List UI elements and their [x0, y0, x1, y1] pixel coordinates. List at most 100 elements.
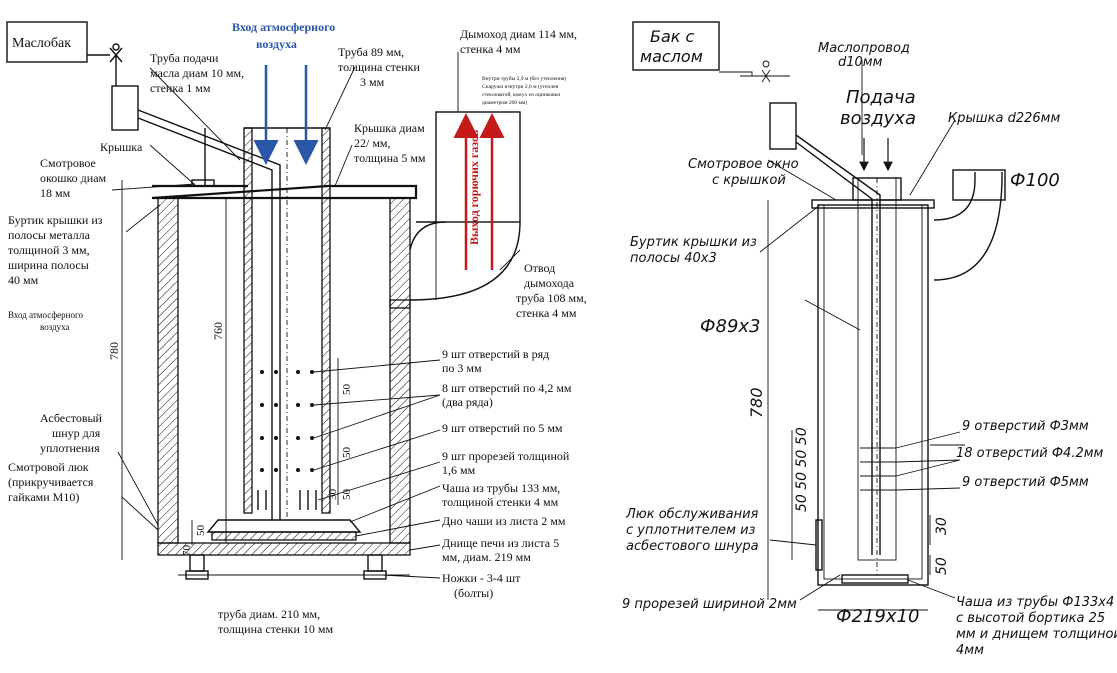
bowl-label-1: Чаша из трубы 133 мм,: [442, 481, 560, 495]
small-note-3: стекловатой, кожух из оцинковки: [482, 91, 560, 98]
bowl-bottom-label: Дно чаши из листа 2 мм: [442, 514, 566, 528]
holes-42-right: 18 отверстий Ф4.2мм: [956, 446, 1104, 461]
hatch-label-2: (прикручивается: [8, 475, 94, 489]
bowl-right: [841, 574, 909, 584]
dim-780: 780: [107, 342, 121, 360]
lid-right-label: Крышка d226мм: [948, 111, 1060, 126]
body-wall-right: [389, 299, 411, 544]
legs-label-2: (болты): [454, 586, 493, 600]
asbestos-label-2: шнур для: [52, 426, 101, 440]
air-inlet-top-2: воздуха: [256, 37, 297, 51]
bowl-label-2: толщиной стенки 4 мм: [442, 495, 559, 509]
lid-dims-3: толщина 5 мм: [354, 151, 426, 165]
lid: [151, 184, 418, 200]
body-wall-left: [157, 197, 179, 544]
right-drawing: Бак с маслом: [622, 21, 1117, 658]
pipe89-label-1: Труба 89 мм,: [338, 45, 404, 59]
bowl-bottom: [211, 531, 357, 541]
sight-window-label-1: Смотровое: [40, 156, 96, 170]
rim-right-2: полосы 40х3: [630, 251, 717, 266]
slots: [257, 490, 317, 510]
oil-line-label-2: d10мм: [838, 55, 883, 70]
phi219-label: Ф219х10: [836, 606, 919, 627]
hatch-label-3: гайками М10): [8, 490, 79, 504]
service-hatch: [815, 519, 823, 571]
body-right: [817, 204, 929, 586]
dim-50-d: 50: [195, 525, 207, 537]
sight-window-right-2: с крышкой: [712, 173, 786, 188]
lid-right: [811, 199, 935, 209]
dim-50-b: 50: [341, 447, 353, 459]
oil-cup: [111, 85, 139, 131]
dim-50-right: 50: [934, 557, 950, 575]
stove-bottom-label-1: Днище печи из листа 5: [442, 536, 559, 550]
pipe89-right: [321, 127, 331, 514]
sight-window-label-2: окошко диам: [40, 171, 107, 185]
small-note-2: Снаружи изнутри 2,6 м (утеплен: [482, 83, 559, 90]
dim-50-c: 50: [341, 489, 353, 501]
pipe210-label-1: труба диам. 210 мм,: [218, 607, 320, 621]
hatch-label-1: Смотровой люк: [8, 460, 89, 474]
slots-right: 9 прорезей шириной 2мм: [622, 597, 797, 612]
service-hatch-1: Люк обслуживания: [625, 507, 759, 522]
lid-label: Крышка: [100, 140, 143, 154]
holes-5-right: 9 отверстий Ф5мм: [962, 475, 1089, 490]
pipe89-left: [243, 127, 253, 514]
tank-box: [632, 21, 720, 71]
pipe89-label-2: толщина стенки: [338, 60, 420, 74]
elbow-label-3: труба 108 мм,: [516, 291, 587, 305]
rim-label-3: толщиной 3 мм,: [8, 243, 90, 257]
rim-label-4: ширина полосы: [8, 258, 89, 272]
air-holes: [260, 370, 314, 472]
air-inlet-top-1: Вход атмосферного: [232, 20, 335, 34]
holes-42-label-2: (два ряда): [442, 395, 493, 409]
dim-760: 760: [211, 322, 225, 340]
chimney-label-2: стенка 4 мм: [460, 42, 521, 56]
service-hatch-3: асбестового шнура: [626, 539, 759, 554]
oil-tank-label: Маслобак: [12, 36, 71, 51]
valve-icon-right: [761, 69, 771, 83]
chimney-elbow: [409, 221, 521, 301]
stove-bottom: [157, 542, 411, 556]
dims-vert-right: 50 50 50 50: [794, 427, 810, 512]
lid-dims-2: 22/ мм,: [354, 136, 391, 150]
air-supply-label-1: Подача: [846, 87, 916, 108]
air-supply-label-2: воздуха: [840, 108, 916, 129]
rim-right-1: Буртик крышки из: [630, 235, 757, 250]
rim-label-5: 40 мм: [8, 273, 39, 287]
chimney-right: [933, 172, 1003, 281]
service-hatch-2: с уплотнителем из: [626, 523, 756, 538]
holes-right: [860, 447, 896, 491]
phi89-label: Ф89х3: [700, 316, 761, 337]
phi100-label: Ф100: [1010, 170, 1060, 191]
left-drawing: Маслобак: [6, 20, 587, 636]
dim-70: 70: [181, 545, 193, 557]
oil-pipe-label-2: масла диам 10 мм,: [150, 66, 244, 80]
hot-gases-label: Выход горючих газов: [467, 129, 481, 245]
small-note-1: Внутри трубы 2,9 м (без утепления): [482, 75, 566, 82]
legs-label-1: Ножки - 3-4 шт: [442, 571, 521, 585]
dim-30-right: 30: [934, 517, 950, 535]
lid-dims-1: Крышка диам: [354, 121, 425, 135]
sight-window-right-1: Смотровое окно: [688, 157, 799, 172]
elbow-label-4: стенка 4 мм: [516, 306, 577, 320]
pipe89-label-3: 3 мм: [360, 75, 385, 89]
asbestos-label-1: Асбестовый: [40, 411, 103, 425]
oil-line-right: [795, 134, 881, 555]
rim-label-2: полосы металла: [8, 228, 91, 242]
bowl-right-1: Чаша из трубы Ф133х4: [956, 595, 1114, 610]
pipe210-label-2: толщина стенки 10 мм: [218, 622, 333, 636]
sight-window: [191, 179, 215, 187]
slots-label-1: 9 шт прорезей толщиной: [442, 449, 570, 463]
rim-label-1: Буртик крышки из: [8, 213, 103, 227]
bowl-right-2: с высотой бортика 25: [956, 611, 1105, 626]
holes-3-right: 9 отверстий Ф3мм: [962, 419, 1089, 434]
bowl-right-4: 4мм: [956, 643, 984, 658]
holes-5-label: 9 шт отверстий по 5 мм: [442, 421, 563, 435]
oil-line-label-1: Маслопровод: [818, 41, 910, 56]
dim-50-a: 50: [341, 384, 353, 396]
bowl-right-3: мм и днищем толщиной: [956, 627, 1117, 642]
stove-bottom-label-2: мм, диам. 219 мм: [442, 550, 531, 564]
